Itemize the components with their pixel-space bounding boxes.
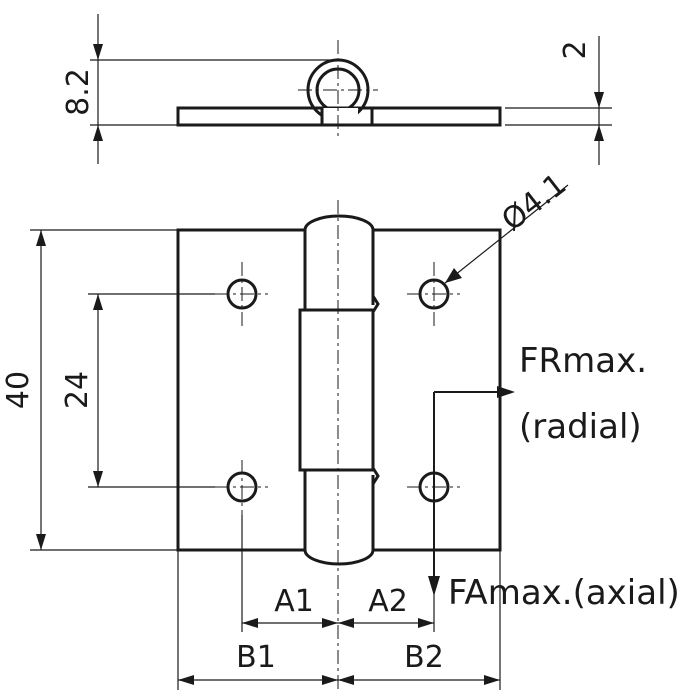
load-arrows: FRmax. (radial) FAmax.(axial) xyxy=(428,341,680,613)
hole-spacing-label: 24 xyxy=(60,371,95,409)
dimension-hinge-thickness: 8.2 xyxy=(61,14,335,164)
a2-label: A2 xyxy=(368,584,408,619)
axial-load-label: FAmax.(axial) xyxy=(448,573,680,613)
dimension-overall-height: 40 xyxy=(1,229,178,551)
leaf-thickness-label: 2 xyxy=(558,40,593,59)
dimension-a: A1 A2 xyxy=(241,515,435,632)
hinge-top-view xyxy=(176,40,502,140)
b2-label: B2 xyxy=(404,640,444,675)
hole-diameter-label: Ø4.1 xyxy=(495,167,573,238)
dimension-leaf-thickness: 2 xyxy=(505,36,612,165)
knuckle-bottom-cap xyxy=(303,549,375,566)
knuckle-center-segment xyxy=(298,308,375,472)
radial-load-title: FRmax. xyxy=(519,341,647,381)
dimension-hole-spacing: 24 xyxy=(60,293,215,488)
knuckle-base xyxy=(320,108,358,127)
a1-label: A1 xyxy=(274,584,314,619)
dimension-b: B1 B2 xyxy=(177,550,501,690)
hinge-thickness-label: 8.2 xyxy=(61,68,96,116)
knuckle-top-cap xyxy=(303,214,375,231)
dimension-hole-diameter: Ø4.1 xyxy=(444,167,573,284)
b1-label: B1 xyxy=(236,640,276,675)
radial-load-subtitle: (radial) xyxy=(519,407,642,447)
overall-height-label: 40 xyxy=(1,371,36,409)
